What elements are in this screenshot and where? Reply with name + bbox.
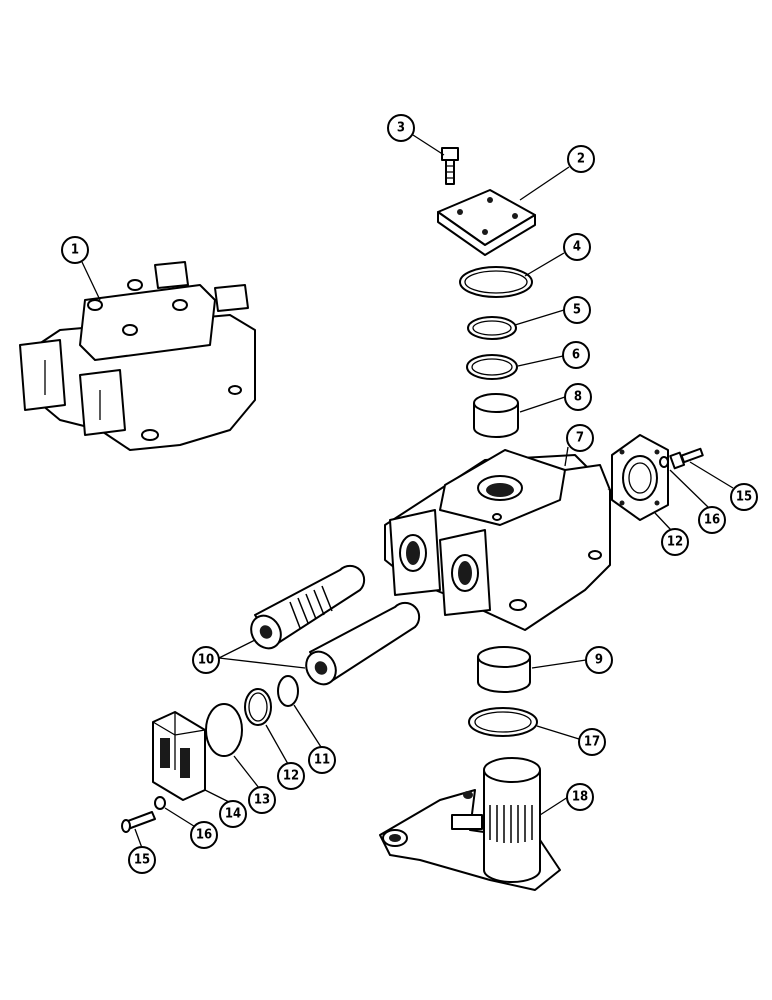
part-6-washer bbox=[466, 354, 518, 380]
callout-17: 17 bbox=[578, 728, 606, 756]
callout-16-right: 16 bbox=[698, 506, 726, 534]
svg-text:16: 16 bbox=[704, 513, 720, 528]
callout-14: 14 bbox=[219, 800, 247, 828]
svg-text:13: 13 bbox=[254, 793, 270, 808]
svg-text:8: 8 bbox=[574, 390, 582, 405]
part-13-o-ring bbox=[205, 703, 243, 757]
part-12-flange-cover bbox=[611, 434, 669, 521]
part-15-bolt-right bbox=[669, 447, 704, 470]
callout-4: 4 bbox=[563, 233, 591, 261]
svg-text:12: 12 bbox=[667, 535, 683, 550]
svg-text:3: 3 bbox=[397, 121, 405, 136]
part-7-main-housing bbox=[384, 449, 611, 631]
part-1-assembled-housing bbox=[19, 261, 256, 451]
svg-text:10: 10 bbox=[198, 653, 214, 668]
part-17-ring bbox=[468, 707, 538, 737]
part-12-o-ring bbox=[244, 688, 272, 726]
svg-text:17: 17 bbox=[584, 735, 600, 750]
svg-text:4: 4 bbox=[573, 240, 581, 255]
part-15-bolt-left bbox=[121, 811, 156, 833]
leader-lines bbox=[81, 134, 734, 849]
callout-12-left: 12 bbox=[277, 762, 305, 790]
callout-9: 9 bbox=[585, 646, 613, 674]
svg-text:12: 12 bbox=[283, 769, 299, 784]
part-9-bushing bbox=[477, 646, 531, 693]
callout-6: 6 bbox=[562, 341, 590, 369]
part-14-end-cap bbox=[152, 711, 206, 801]
svg-text:16: 16 bbox=[196, 828, 212, 843]
callout-18: 18 bbox=[566, 783, 594, 811]
svg-text:2: 2 bbox=[577, 152, 585, 167]
callout-15-left: 15 bbox=[128, 846, 156, 874]
callout-2: 2 bbox=[567, 145, 595, 173]
part-2-cover-plate bbox=[437, 189, 536, 256]
svg-text:1: 1 bbox=[71, 243, 79, 258]
part-18-arm-shaft bbox=[379, 757, 561, 891]
callout-13: 13 bbox=[248, 786, 276, 814]
part-8-bushing bbox=[473, 393, 519, 438]
svg-text:5: 5 bbox=[573, 303, 581, 318]
callout-3: 3 bbox=[387, 114, 415, 142]
svg-text:18: 18 bbox=[572, 790, 588, 805]
part-10-spools bbox=[250, 564, 421, 686]
part-16-washer-right bbox=[659, 456, 669, 468]
svg-text:15: 15 bbox=[736, 490, 752, 505]
callout-5: 5 bbox=[563, 296, 591, 324]
svg-text:11: 11 bbox=[314, 753, 330, 768]
part-11-o-ring bbox=[277, 675, 299, 707]
part-16-washer-left bbox=[154, 796, 166, 810]
callout-11: 11 bbox=[308, 746, 336, 774]
svg-text:6: 6 bbox=[572, 348, 580, 363]
callout-15-right: 15 bbox=[730, 483, 758, 511]
callout-10: 10 bbox=[192, 646, 220, 674]
callout-12-right: 12 bbox=[661, 528, 689, 556]
part-5-snap-ring bbox=[467, 316, 517, 340]
svg-text:9: 9 bbox=[595, 653, 603, 668]
svg-text:7: 7 bbox=[576, 431, 584, 446]
svg-text:15: 15 bbox=[134, 853, 150, 868]
callout-1: 1 bbox=[61, 236, 89, 264]
callout-8: 8 bbox=[564, 383, 592, 411]
part-4-o-ring bbox=[459, 266, 533, 298]
callout-16-left: 16 bbox=[190, 821, 218, 849]
part-3-bolt bbox=[441, 147, 459, 185]
svg-text:14: 14 bbox=[225, 807, 241, 822]
callout-7: 7 bbox=[566, 424, 594, 452]
